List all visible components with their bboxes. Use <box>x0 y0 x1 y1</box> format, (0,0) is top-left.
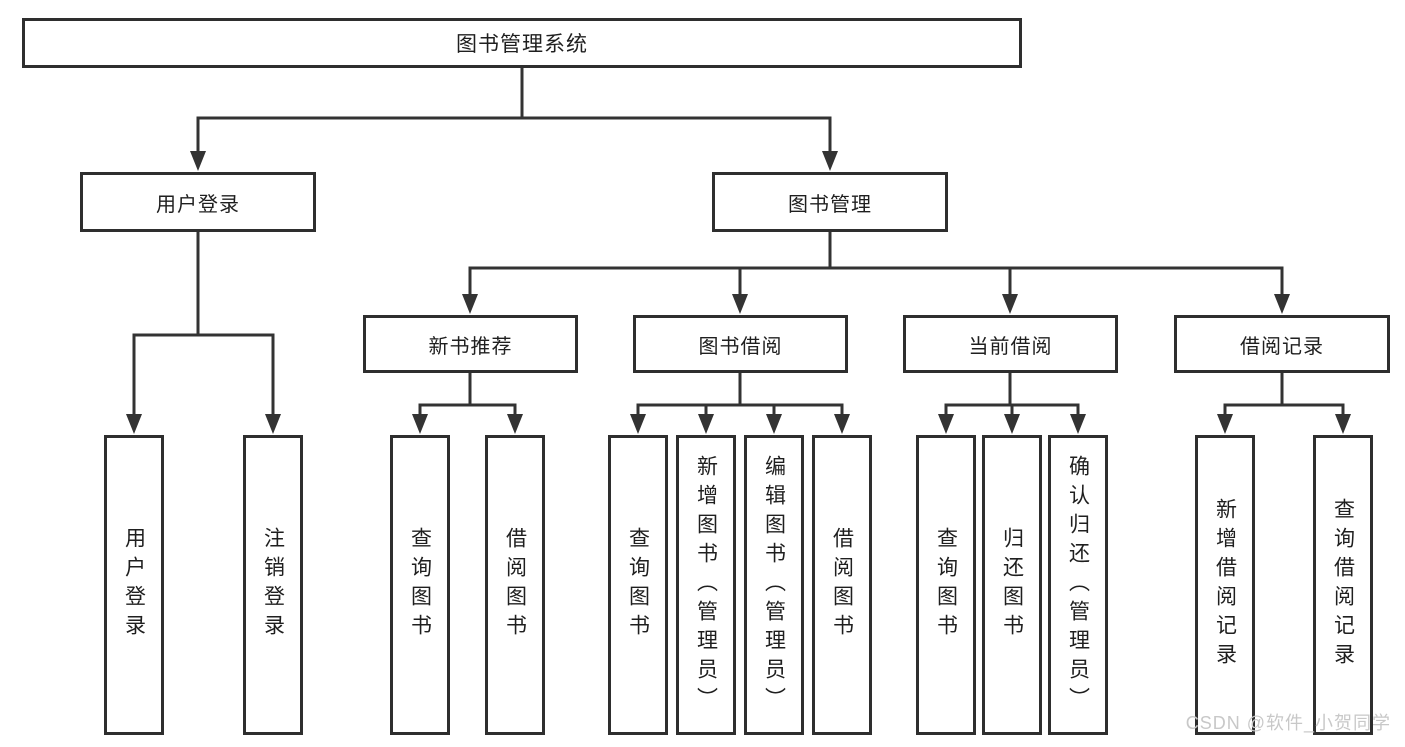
node-new-book-recommend-label: 新书推荐 <box>428 335 513 358</box>
node-book-management-label: 图书管理 <box>788 193 872 216</box>
leaf-logout-label: 注销登录 <box>261 527 285 643</box>
leaf-bb-query-books: 查询图书 <box>608 435 668 735</box>
leaf-bb-query-books-label: 查询图书 <box>626 527 650 643</box>
node-user-login-label: 用户登录 <box>156 193 240 216</box>
leaf-nbr-borrow-books: 借阅图书 <box>485 435 545 735</box>
node-root: 图书管理系统 <box>22 18 1022 68</box>
leaf-br-add-record-label: 新增借阅记录 <box>1213 498 1237 672</box>
leaf-bb-add-books-admin-label: 新增图书（管理员） <box>694 454 718 716</box>
node-current-borrow-label: 当前借阅 <box>968 335 1053 358</box>
leaf-br-add-record: 新增借阅记录 <box>1195 435 1255 735</box>
node-book-management: 图书管理 <box>712 172 948 232</box>
leaf-bb-borrow-books: 借阅图书 <box>812 435 872 735</box>
leaf-bb-add-books-admin: 新增图书（管理员） <box>676 435 736 735</box>
leaf-logout: 注销登录 <box>243 435 303 735</box>
leaf-cb-return-books: 归还图书 <box>982 435 1042 735</box>
leaf-nbr-borrow-books-label: 借阅图书 <box>503 527 527 643</box>
connector-shafts <box>132 68 1345 416</box>
leaf-bb-edit-books-admin-label: 编辑图书（管理员） <box>762 454 786 716</box>
leaf-bb-edit-books-admin: 编辑图书（管理员） <box>744 435 804 735</box>
node-borrow-records: 借阅记录 <box>1174 315 1390 373</box>
leaf-cb-return-books-label: 归还图书 <box>1000 527 1024 643</box>
leaf-nbr-query-books-label: 查询图书 <box>408 527 432 643</box>
node-user-login: 用户登录 <box>80 172 316 232</box>
node-book-borrow: 图书借阅 <box>633 315 848 373</box>
leaf-nbr-query-books: 查询图书 <box>390 435 450 735</box>
leaf-cb-query-books: 查询图书 <box>916 435 976 735</box>
leaf-br-query-record: 查询借阅记录 <box>1313 435 1373 735</box>
node-book-borrow-label: 图书借阅 <box>698 335 783 358</box>
leaf-cb-confirm-return-admin-label: 确认归还（管理员） <box>1066 454 1090 716</box>
leaf-cb-query-books-label: 查询图书 <box>934 527 958 643</box>
node-current-borrow: 当前借阅 <box>903 315 1118 373</box>
leaf-br-query-record-label: 查询借阅记录 <box>1331 498 1355 672</box>
node-borrow-records-label: 借阅记录 <box>1240 335 1324 358</box>
watermark: CSDN @软件_小贺同学 <box>1185 713 1391 733</box>
node-new-book-recommend: 新书推荐 <box>363 315 578 373</box>
leaf-user-login-label: 用户登录 <box>122 527 146 643</box>
connector-arrowheads <box>126 151 1351 434</box>
leaf-cb-confirm-return-admin: 确认归还（管理员） <box>1048 435 1108 735</box>
node-root-label: 图书管理系统 <box>456 33 588 56</box>
leaf-user-login: 用户登录 <box>104 435 164 735</box>
leaf-bb-borrow-books-label: 借阅图书 <box>830 527 854 643</box>
